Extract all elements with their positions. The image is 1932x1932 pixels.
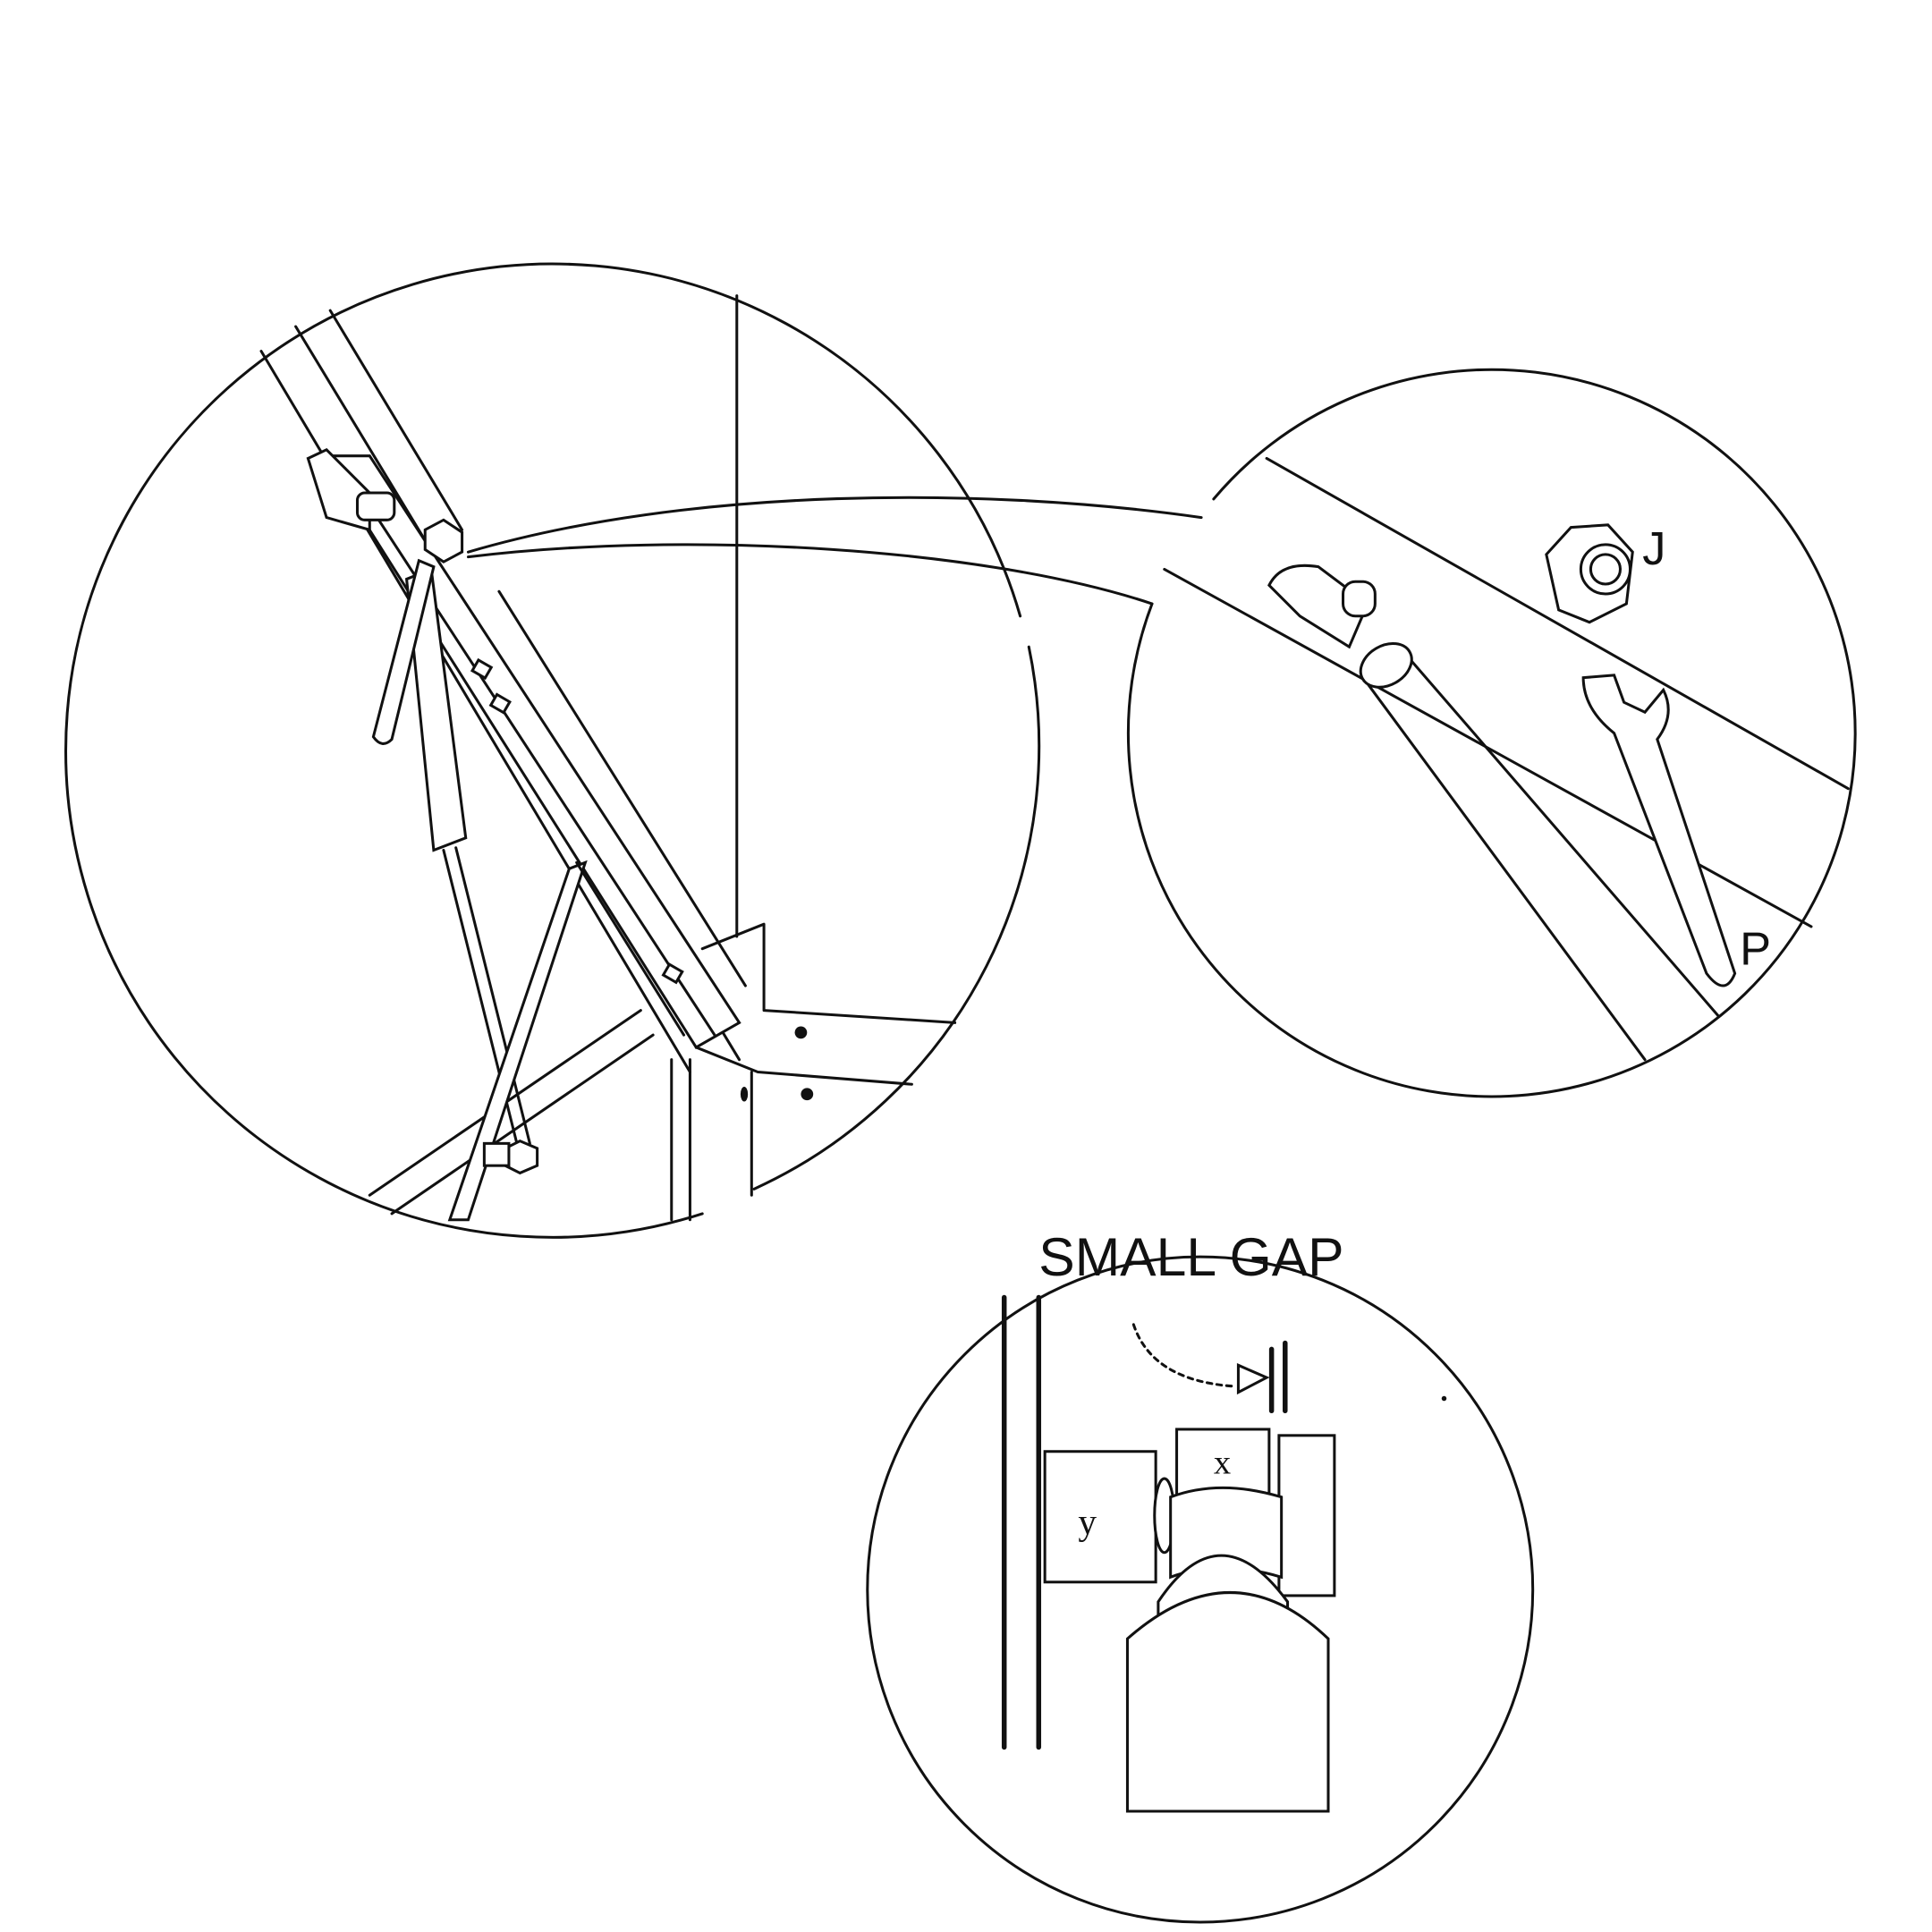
wrench-label-p: P [1740,924,1771,976]
part-x-label: x [1214,1445,1231,1482]
rotation-arrow [1131,1323,1234,1388]
main-view-circle [64,262,1041,1239]
nut-label-j: J [1642,523,1665,575]
part-y-label: y [1078,1501,1097,1542]
gap-detail-circle: SMALL GAP y x [866,1226,1535,1924]
small-gap-caption: SMALL GAP [1038,1226,1343,1287]
nut-detail-circle: J P [1126,368,1857,1098]
